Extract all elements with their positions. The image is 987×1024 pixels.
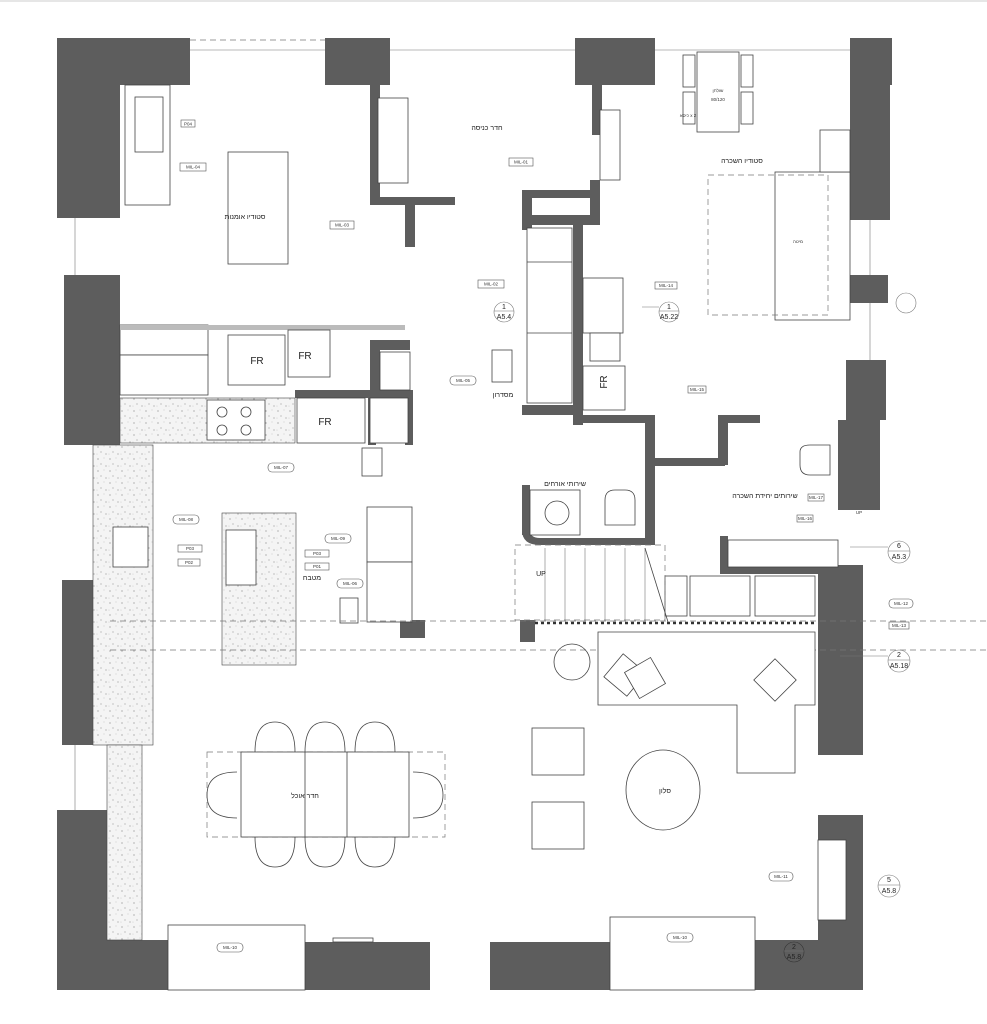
svg-text:P02: P02 — [185, 560, 194, 565]
reference-tags: P04 MIL-04 MIL-03 MIL-01 MIL-02 MIL-14 M… — [172, 119, 914, 953]
svg-text:2: 2 — [897, 652, 901, 659]
tag-mil06: MIL-06 — [336, 578, 364, 589]
svg-text:MIL-16: MIL-16 — [798, 516, 813, 521]
svg-text:MIL-10: MIL-10 — [223, 945, 238, 950]
fridge-label: FR — [250, 356, 263, 367]
label-desk-size: 80/120 — [711, 97, 725, 102]
svg-text:1: 1 — [502, 304, 506, 311]
svg-text:MIL-08: MIL-08 — [179, 517, 194, 522]
label-rental-wc: שירותים יחידת השכרה — [732, 493, 797, 500]
svg-text:P04: P04 — [184, 122, 193, 127]
section-markers: 1A5.4 1A5.22 6A5.3 2A5.18 5A5.8 2A5.8 — [493, 292, 917, 963]
tag-mil13: MIL-13 — [888, 621, 910, 630]
tag-mil14: MIL-14 — [654, 281, 678, 290]
stairs-up-label: UP — [856, 510, 862, 515]
svg-text:A5.4: A5.4 — [497, 314, 512, 321]
svg-text:MIL-04: MIL-04 — [186, 165, 201, 170]
label-entry-room: חדר כניסה — [471, 125, 503, 132]
label-bed: מיטה — [793, 239, 803, 244]
svg-text:5: 5 — [887, 877, 891, 884]
exterior-walls — [57, 38, 892, 990]
stairs-up-label: UP — [536, 571, 546, 578]
label-rental-studio: סטודיו השכרה — [721, 158, 763, 165]
tag-mil01: MIL-01 — [508, 157, 534, 167]
svg-text:A5.8: A5.8 — [787, 954, 802, 961]
fridge-label: FR — [318, 417, 331, 428]
svg-text:MIL-02: MIL-02 — [484, 282, 499, 287]
section-marker-blank — [895, 292, 917, 314]
svg-text:MIL-12: MIL-12 — [894, 601, 909, 606]
svg-text:A5.18: A5.18 — [890, 663, 908, 670]
label-chairs: כיסא x 2 — [680, 113, 697, 118]
section-marker: 5A5.8 — [877, 874, 901, 898]
tag-mil04: MIL-04 — [179, 162, 207, 172]
section-marker: 1A5.4 — [493, 301, 515, 323]
svg-text:A5.22: A5.22 — [660, 314, 678, 321]
section-marker: 6A5.3 — [850, 540, 911, 564]
svg-text:MIL-11: MIL-11 — [774, 874, 788, 879]
tag-mil10: MIL-10 — [666, 932, 694, 943]
svg-text:MIL-10: MIL-10 — [673, 935, 688, 940]
label-dining-room: חדר אוכל — [291, 792, 319, 800]
svg-text:P03: P03 — [313, 551, 322, 556]
svg-text:MIL-15: MIL-15 — [690, 387, 705, 392]
label-kitchen: מטבח — [303, 575, 321, 582]
label-corridor: מסדרון — [493, 392, 514, 399]
tag-p03: P03 — [177, 544, 203, 553]
tag-p04: P04 — [180, 119, 196, 128]
svg-text:MIL-03: MIL-03 — [335, 223, 350, 228]
fridge-label: FR — [298, 351, 311, 362]
label-desk: שולחן — [713, 88, 725, 93]
tag-mil15: MIL-15 — [687, 385, 707, 394]
section-marker: 2A5.18 — [840, 649, 911, 673]
windows — [74, 39, 871, 991]
svg-text:MIL-05: MIL-05 — [456, 378, 471, 383]
svg-text:MIL-13: MIL-13 — [892, 623, 907, 628]
svg-text:MIL-09: MIL-09 — [331, 536, 346, 541]
section-marker: 2A5.8 — [783, 941, 805, 963]
tag-p03: P03 — [304, 549, 330, 558]
svg-text:1: 1 — [667, 304, 671, 311]
tag-mil08: MIL-08 — [172, 514, 200, 525]
svg-text:A5.8: A5.8 — [882, 888, 897, 895]
svg-text:P01: P01 — [313, 564, 322, 569]
furniture — [92, 51, 987, 941]
label-living-room: סלון — [659, 787, 671, 795]
tag-mil03: MIL-03 — [329, 220, 355, 230]
tag-mil09: MIL-09 — [324, 533, 352, 544]
tag-p02: P02 — [177, 558, 201, 567]
label-art-studio: סטודיו אומנות — [225, 214, 266, 221]
room-labels: סטודיו אומנות חדר כניסה סטודיו השכרה מיט… — [225, 88, 863, 800]
tag-mil02: MIL-02 — [477, 279, 505, 289]
svg-text:P03: P03 — [186, 546, 195, 551]
svg-text:6: 6 — [897, 543, 901, 550]
tag-mil05: MIL-05 — [449, 375, 477, 386]
tag-mil16: MIL-16 — [796, 514, 814, 523]
tag-p01: P01 — [304, 562, 330, 571]
svg-text:A5.3: A5.3 — [892, 554, 907, 561]
tag-mil17: MIL-17 — [807, 493, 825, 502]
stairs — [514, 544, 815, 625]
fridge-label: FR — [599, 375, 610, 388]
tag-mil10: MIL-10 — [216, 942, 244, 953]
section-marker: 1A5.22 — [642, 301, 680, 323]
tag-mil07: MIL-07 — [267, 462, 295, 473]
tag-mil12: MIL-12 — [888, 598, 914, 609]
svg-text:2: 2 — [792, 944, 796, 951]
tag-mil11: MIL-11 — [768, 871, 794, 882]
svg-text:MIL-14: MIL-14 — [659, 283, 674, 288]
svg-text:MIL-17: MIL-17 — [809, 495, 824, 500]
svg-text:MIL-07: MIL-07 — [274, 465, 289, 470]
label-guest-wc: שירותי אורחים — [544, 481, 586, 488]
svg-text:MIL-01: MIL-01 — [514, 160, 529, 165]
svg-text:MIL-06: MIL-06 — [343, 581, 358, 586]
